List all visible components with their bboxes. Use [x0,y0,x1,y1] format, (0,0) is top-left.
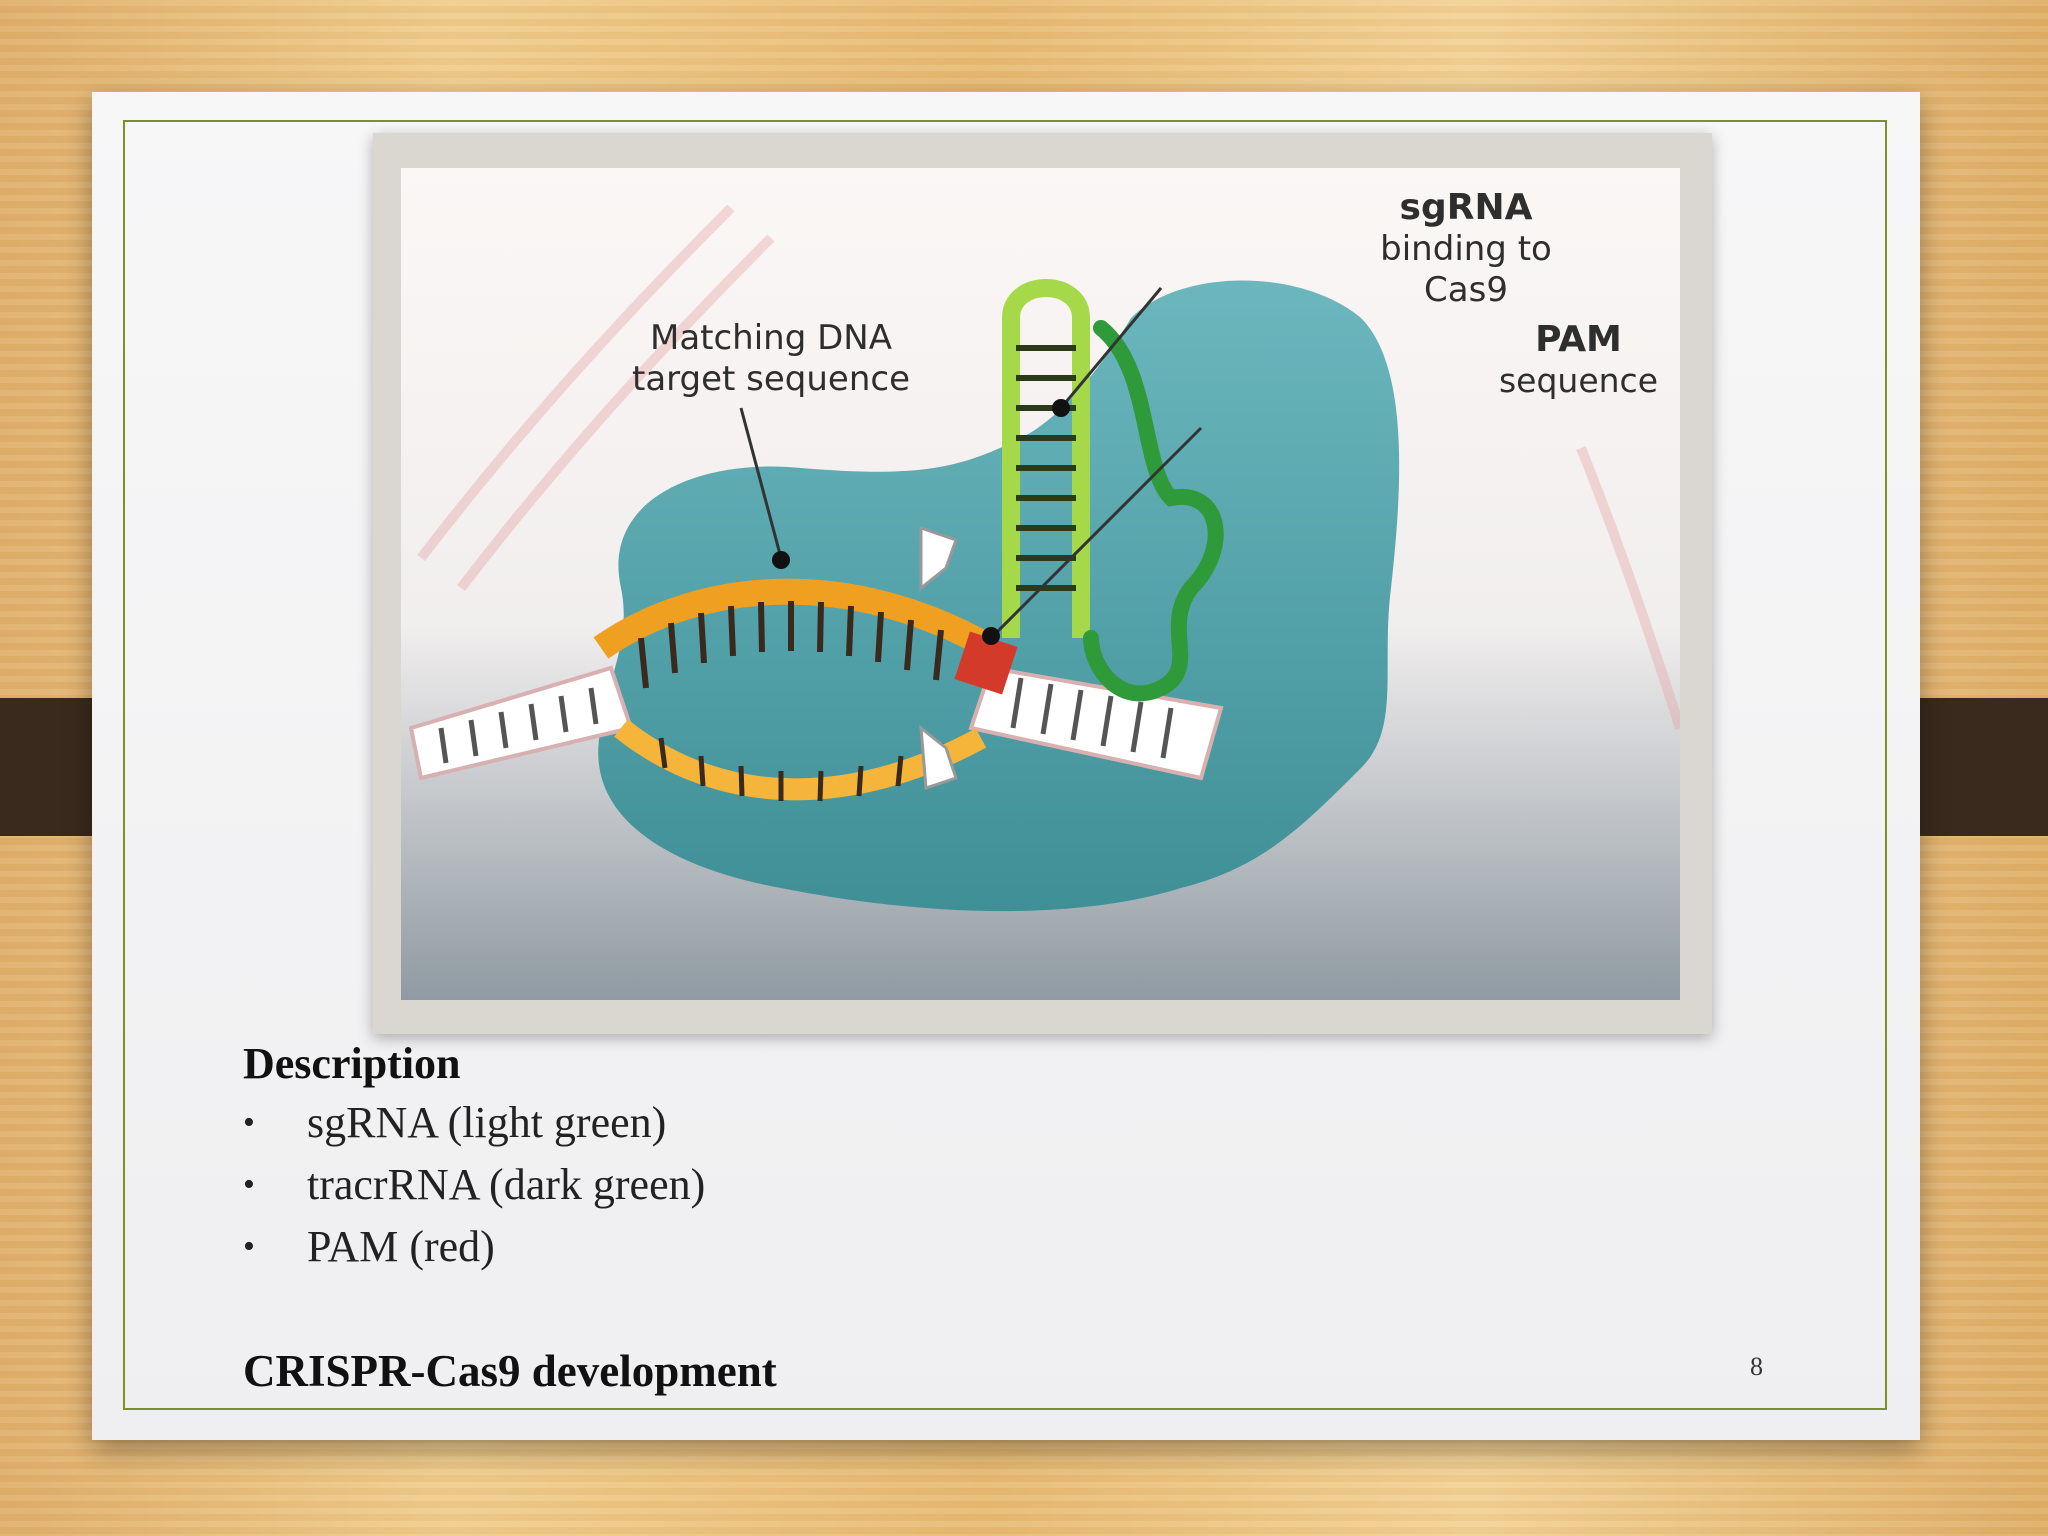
list-item-text: sgRNA (light green) [307,1098,667,1147]
list-item: • PAM (red) [243,1216,705,1278]
crispr-diagram: sgRNA binding to Cas9 Matching DNA targe… [401,168,1680,1000]
background-helix [417,204,1680,730]
description-heading: Description [243,1039,461,1088]
sgrna-label-title: sgRNA [1399,187,1533,228]
pam-label-line2: sequence [1498,361,1659,401]
crispr-illustration [401,168,1680,1000]
list-item: • sgRNA (light green) [243,1092,705,1154]
matching-dna-label-line1: Matching DNA [649,318,892,358]
page-number: 8 [1750,1352,1763,1381]
list-item: • tracrRNA (dark green) [243,1154,705,1216]
label-leader-lines [739,287,1203,640]
cut-site-markers [919,525,958,791]
sgrna-label-line3: Cas9 [1424,269,1508,310]
label-dots [772,399,1070,645]
dna-target-strand [593,578,998,689]
pam-label-title: PAM [1535,319,1622,360]
sgrna-label: sgRNA binding to Cas9 [1356,186,1576,311]
matching-dna-label: Matching DNA target sequence [621,318,921,400]
pam-label: PAM sequence [1481,318,1676,401]
bullet-icon: • [243,1228,255,1265]
description-list: • sgRNA (light green) • tracrRNA (dark gre… [243,1092,705,1278]
list-item-text: tracrRNA (dark green) [307,1160,706,1209]
dna-left-duplex [408,665,634,781]
slide-title: CRISPR-Cas9 development [243,1346,777,1396]
bullet-icon: • [243,1166,255,1203]
slide-frame [123,120,1887,1410]
figure-frame: sgRNA binding to Cas9 Matching DNA targe… [373,133,1712,1034]
list-item-text: PAM (red) [307,1222,495,1271]
matching-dna-label-line2: target sequence [631,358,911,399]
tracrrna-strand [1083,320,1224,702]
sgrna-label-line2: binding to [1380,229,1552,270]
pam-segment [954,631,1018,695]
bullet-icon: • [243,1104,255,1141]
